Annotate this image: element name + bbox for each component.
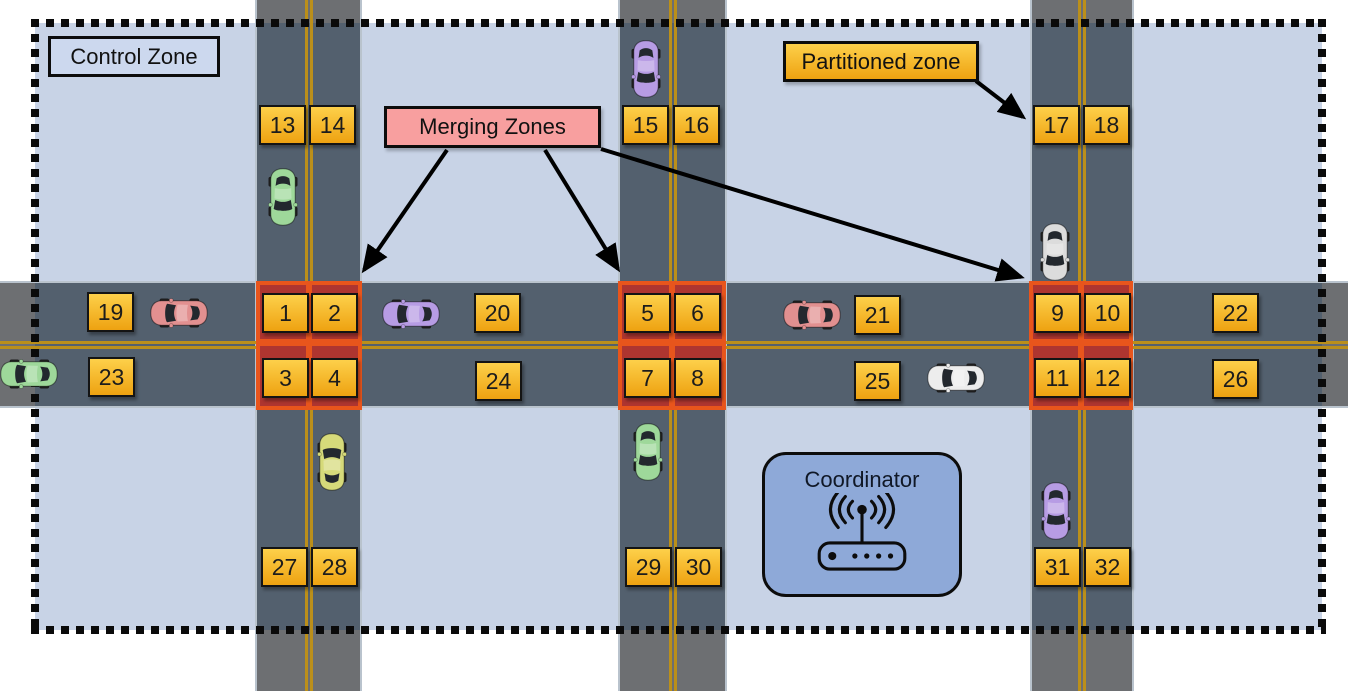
merge-slot-6: 6 — [674, 293, 721, 333]
merge-slot-10: 10 — [1084, 293, 1131, 333]
partition-slot-24: 24 — [475, 361, 522, 401]
partition-slot-21: 21 — [854, 295, 901, 335]
car-purple-hroad-west — [382, 299, 440, 329]
partitioned-zone-label: Partitioned zone — [783, 41, 979, 82]
control-zone-label: Control Zone — [48, 36, 220, 77]
control-zone-border-bottom — [31, 626, 1326, 634]
partition-slot-31: 31 — [1034, 547, 1081, 587]
merging-zone-1-divider-horizontal — [260, 339, 358, 346]
car-white-hroad — [927, 363, 985, 393]
merge-slot-9: 9 — [1034, 293, 1081, 333]
partition-slot-17: 17 — [1033, 105, 1080, 145]
merge-slot-8: 8 — [674, 358, 721, 398]
partition-slot-16: 16 — [673, 105, 720, 145]
partition-slot-26: 26 — [1212, 359, 1259, 399]
partition-slot-19: 19 — [87, 292, 134, 332]
partition-slot-28: 28 — [311, 547, 358, 587]
car-pink-hroad-west-1 — [150, 298, 208, 328]
partition-slot-30: 30 — [675, 547, 722, 587]
car-green-road1-down — [268, 168, 298, 226]
partition-slot-23: 23 — [88, 357, 135, 397]
partition-slot-25: 25 — [854, 361, 901, 401]
merge-slot-3: 3 — [262, 358, 309, 398]
merge-slot-11: 11 — [1034, 358, 1081, 398]
partition-slot-13: 13 — [259, 105, 306, 145]
control-zone-border-right — [1318, 19, 1326, 634]
car-pink-hroad-west-2 — [783, 300, 841, 330]
control-zone-border-left — [31, 19, 39, 634]
partition-slot-20: 20 — [474, 293, 521, 333]
partition-slot-15: 15 — [622, 105, 669, 145]
merge-slot-1: 1 — [262, 293, 309, 333]
car-green-road2-down — [633, 423, 663, 481]
coordinator-label: Coordinator — [804, 467, 920, 492]
coordinator-panel: Coordinator — [762, 452, 962, 597]
merge-slot-7: 7 — [624, 358, 671, 398]
wifi-router-icon — [817, 493, 907, 571]
merging-zone-2-divider-horizontal — [622, 339, 722, 346]
car-green-hroad-entry — [0, 359, 58, 389]
merge-slot-5: 5 — [624, 293, 671, 333]
merge-slot-2: 2 — [311, 293, 358, 333]
control-zone-border-top — [31, 19, 1326, 27]
car-silver-road3-down — [1040, 223, 1070, 281]
partition-slot-14: 14 — [309, 105, 356, 145]
car-purple-road2-down — [631, 40, 661, 98]
partition-slot-22: 22 — [1212, 293, 1259, 333]
merging-zones-label: Merging Zones — [384, 106, 601, 148]
car-yellow-road1-up — [317, 433, 347, 491]
partition-slot-18: 18 — [1083, 105, 1130, 145]
merge-slot-12: 12 — [1084, 358, 1131, 398]
merge-slot-4: 4 — [311, 358, 358, 398]
partition-slot-32: 32 — [1084, 547, 1131, 587]
car-purple-road3-down — [1041, 482, 1071, 540]
merging-zone-3-divider-horizontal — [1033, 339, 1129, 346]
partition-slot-27: 27 — [261, 547, 308, 587]
partition-slot-29: 29 — [625, 547, 672, 587]
